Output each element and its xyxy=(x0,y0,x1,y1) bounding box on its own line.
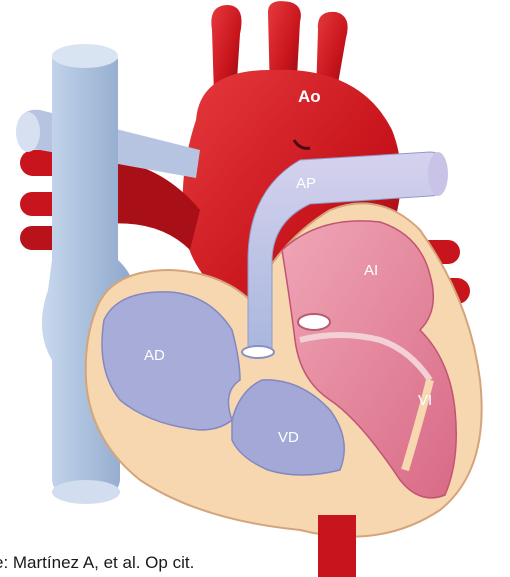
descending-aorta xyxy=(318,515,356,577)
pulmonary-valve xyxy=(242,346,274,358)
mitral-valve xyxy=(298,314,330,330)
label-ad: AD xyxy=(144,347,165,364)
label-vd: VD xyxy=(278,429,299,446)
label-ao: Ao xyxy=(298,87,321,106)
label-ai: AI xyxy=(364,262,378,279)
source-caption: e: Martínez A, et al. Op cit. xyxy=(0,553,194,573)
label-ap: AP xyxy=(296,175,316,192)
label-vi: VI xyxy=(418,392,432,409)
